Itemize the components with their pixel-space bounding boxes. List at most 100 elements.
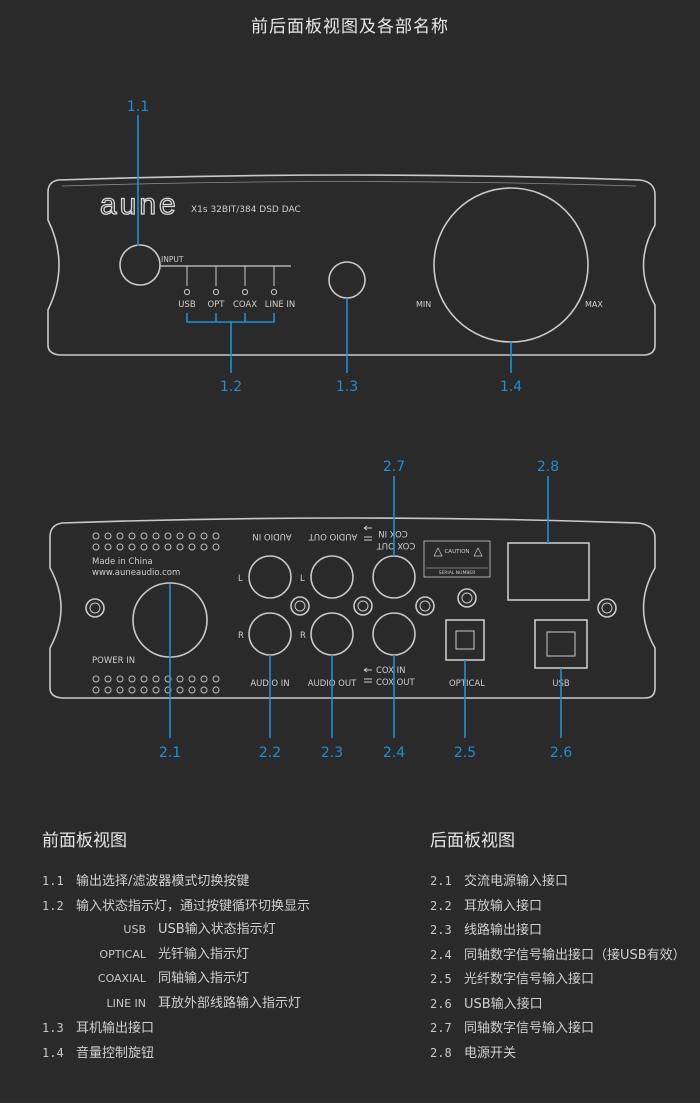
knob-max-label: MAX [585, 300, 603, 309]
list-item-text: 线路输出接口 [464, 923, 543, 938]
callout-2-8: 2.8 [537, 459, 559, 475]
list-item-code: USB [123, 923, 146, 936]
led-coax [241, 288, 249, 296]
cox-in-label: COX IN [376, 666, 405, 676]
vent-hole [152, 532, 160, 540]
vent-hole [212, 532, 220, 540]
list-item-text: 耳机输出接口 [76, 1021, 155, 1036]
knob-min-label: MIN [416, 300, 431, 309]
audio-in-top-label: AUDIO IN [252, 531, 291, 541]
vent-hole [152, 686, 160, 694]
callout-2-5: 2.5 [454, 745, 476, 761]
vent-hole [104, 686, 112, 694]
usb-port [534, 619, 588, 669]
audio-in-r-label: R [238, 631, 244, 641]
vent-hole [152, 675, 160, 683]
vent-hole [128, 675, 136, 683]
vent-holes-bottom [92, 675, 220, 694]
list-item-number: 2.3 [430, 923, 452, 937]
vent-hole [164, 532, 172, 540]
power-switch [507, 542, 590, 601]
vent-hole [152, 543, 160, 551]
front-panel [47, 174, 656, 356]
vent-hole [164, 675, 172, 683]
list-item-text: 光钎输入指示灯 [158, 946, 250, 962]
vent-hole [128, 543, 136, 551]
page-title: 前后面板视图及各部名称 [251, 17, 449, 37]
list-item-number: 1.1 [42, 874, 64, 888]
caution-label [423, 540, 491, 578]
power-in-label: POWER IN [92, 656, 135, 666]
vent-hole [92, 543, 100, 551]
vent-hole [116, 686, 124, 694]
audio-in-r-jack [248, 612, 292, 656]
vent-hole [200, 532, 208, 540]
audio-out-l-jack [310, 555, 354, 599]
brand-logo: aune [100, 188, 179, 221]
vent-hole [140, 686, 148, 694]
vent-hole [164, 686, 172, 694]
optical-label: OPTICAL [449, 679, 485, 689]
led-usb [183, 288, 191, 296]
led-label-usb: USB [178, 300, 196, 310]
rear-panel [49, 517, 656, 699]
led-label-line-in: LINE IN [265, 300, 296, 310]
vent-holes-top [92, 532, 220, 551]
model-label: X1s 32BIT/384 DSD DAC [191, 205, 301, 215]
audio-in-l-label: L [238, 574, 243, 584]
vent-hole [104, 675, 112, 683]
vent-hole [116, 543, 124, 551]
cox-in-top-label: COX IN [378, 528, 407, 538]
vent-hole [92, 675, 100, 683]
vent-hole [188, 543, 196, 551]
list-item-number: 2.7 [430, 1021, 452, 1035]
list-item-number: 2.5 [430, 972, 452, 986]
vent-hole [140, 543, 148, 551]
list-item-text: 输入状态指示灯，通过按键循环切换显示 [76, 898, 311, 914]
vent-hole [212, 543, 220, 551]
cox-out-top-label: COX OUT [376, 540, 416, 550]
audio-out-top-label: AUDIO OUT [308, 531, 357, 541]
audio-out-r-label: R [300, 631, 306, 641]
cox-out-jack [372, 612, 416, 656]
callout-2-3: 2.3 [321, 745, 343, 761]
list-item-text: 交流电源输入接口 [464, 874, 569, 889]
list-item-code: OPTICAL [99, 947, 146, 961]
vent-hole [200, 543, 208, 551]
list-item-number: 2.2 [430, 898, 452, 913]
vent-hole [140, 675, 148, 683]
caution-text: CAUTION [444, 549, 469, 555]
website-label: www.auneaudio.com [92, 568, 180, 578]
front-panel-outline [47, 174, 656, 356]
volume-knob [433, 187, 589, 343]
led-label-coax: COAX [233, 300, 257, 310]
callout-2-1: 2.1 [159, 745, 181, 761]
list-item-number: 1.3 [42, 1021, 64, 1035]
list-item-number: 2.6 [430, 996, 452, 1011]
vent-hole [140, 532, 148, 540]
callout-1-2: 1.2 [220, 379, 242, 395]
vent-hole [176, 532, 184, 540]
serial-text: SERIAL NUMBER [439, 570, 476, 576]
list-item: 2.3 线路输出接口 [430, 918, 686, 943]
vent-hole [116, 532, 124, 540]
panel-diagram: aune X1s 32BIT/384 DSD DAC INPUT USB OPT… [47, 99, 656, 761]
cox-out-label: COX OUT [376, 678, 416, 688]
vent-hole [164, 543, 172, 551]
made-in-label: Made in China [92, 557, 153, 567]
list-item-number: 2.8 [430, 1045, 452, 1060]
vent-hole [188, 532, 196, 540]
cox-in-jack [372, 555, 416, 599]
vent-hole [176, 543, 184, 551]
list-item-text: 电源开关 [464, 1045, 517, 1061]
callout-2-2: 2.2 [259, 745, 281, 761]
